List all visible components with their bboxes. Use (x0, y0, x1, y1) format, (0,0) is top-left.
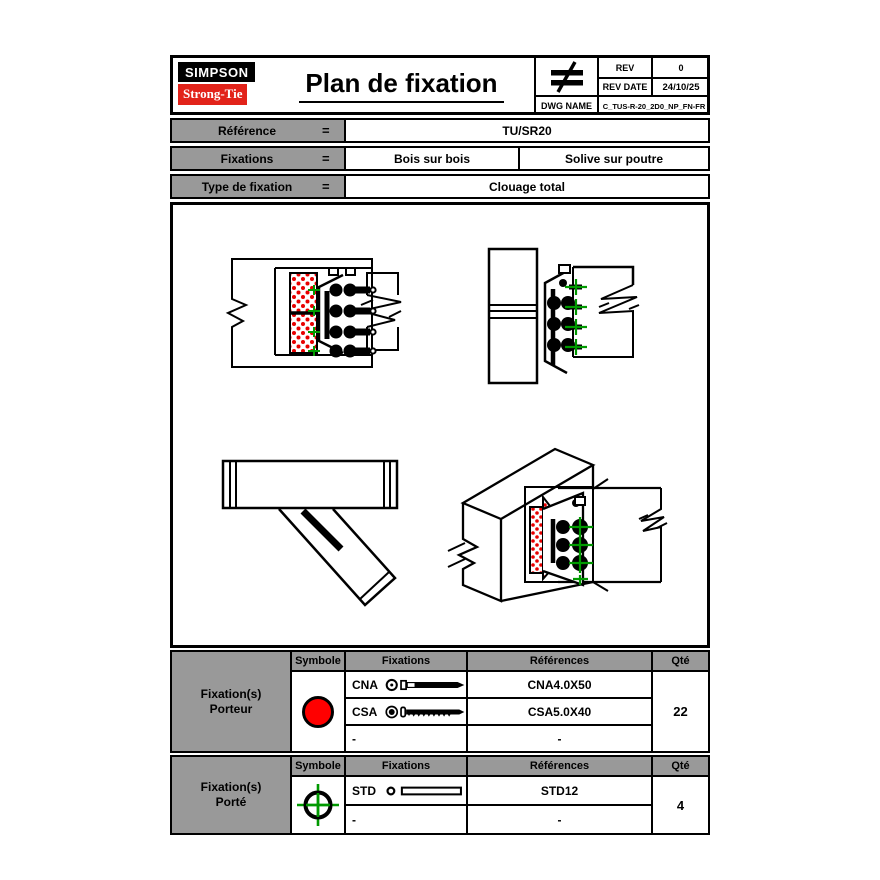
porte-qty: 4 (676, 797, 685, 813)
header-fixations: Fixations (346, 757, 468, 775)
fixations-value-left: Bois sur bois (393, 151, 470, 166)
fixation-reference: - (468, 726, 653, 751)
nail-pins (355, 286, 377, 355)
fixation-reference: CSA5.0X40 (468, 699, 653, 724)
type-fixation-label: Type de fixation (201, 179, 293, 194)
rev-date-label: REV DATE (597, 77, 651, 95)
fixation-table-porteur: Fixation(s) Porteur Symbole Fixations Ré… (170, 650, 710, 753)
elevation-view-drawing (487, 247, 640, 385)
header-qte: Qté (653, 652, 708, 670)
header-qte: Qté (653, 757, 708, 775)
reference-row: Référence = TU/SR20 (170, 118, 710, 143)
equals-sign: = (322, 123, 330, 138)
simpson-strongtie-logo: SIMPSON Strong-Tie (173, 58, 269, 112)
page-title: Plan de fixation (299, 68, 504, 103)
porteur-qty: 22 (673, 704, 688, 719)
plan-view-drawing (225, 258, 402, 368)
header-symbole: Symbole (292, 757, 346, 775)
header-symbole: Symbole (292, 652, 346, 670)
reference-value: TU/SR20 (502, 123, 552, 138)
fixation-code: CSA (352, 704, 378, 719)
group-label-porte: Fixation(s) Porté (172, 757, 292, 833)
side-view-drawing (221, 459, 399, 607)
not-equal-projection-icon (536, 58, 597, 95)
screw-icon (385, 705, 465, 718)
dowel-icon (386, 786, 462, 795)
dwg-name-value: C_TUS-R-20_2D0_NP_FN-FR (597, 95, 709, 115)
dwg-name-label: DWG NAME (536, 95, 597, 115)
header-references: Références (468, 757, 653, 775)
fixation-reference: STD12 (468, 777, 653, 804)
ring-nail-icon (385, 678, 465, 691)
equals-sign: = (322, 151, 330, 166)
isometric-view-drawing (447, 447, 668, 603)
type-fixation-value: Clouage total (488, 179, 565, 194)
rev-date-value: 24/10/25 (651, 77, 709, 95)
table-header-row: Symbole Fixations Références Qté (292, 757, 708, 777)
table-row: - - (346, 806, 653, 833)
porte-symbol-cell (292, 777, 346, 833)
table-row: CNA CNA4.0X50 (346, 672, 653, 699)
revision-block: REV 0 REV DATE 24/10/25 DWG NAME C_TUS-R… (534, 58, 709, 115)
green-crosshair-circle-icon (297, 784, 339, 826)
equals-sign: = (322, 179, 330, 194)
logo-simpson: SIMPSON (178, 62, 256, 82)
fixation-reference: - (468, 806, 653, 833)
fixation-reference: CNA4.0X50 (468, 672, 653, 697)
table-row: STD STD12 (346, 777, 653, 806)
table-row: CSA CSA5.0X40 (346, 699, 653, 726)
fixations-row: Fixations = Bois sur bois Solive sur pout… (170, 146, 710, 171)
fixation-code: - (352, 812, 356, 827)
rev-value: 0 (651, 58, 709, 77)
group-label-porteur: Fixation(s) Porteur (172, 652, 292, 751)
header-references: Références (468, 652, 653, 670)
fixation-code: CNA (352, 677, 378, 692)
fixation-code: STD (352, 783, 376, 798)
rev-label: REV (597, 58, 651, 77)
red-circle-icon (302, 695, 334, 728)
ported-fixation-markers (565, 279, 587, 355)
ported-fixation-markers (569, 517, 593, 585)
type-fixation-row: Type de fixation = Clouage total (170, 174, 710, 199)
fixation-table-porte: Fixation(s) Porté Symbole Fixations Réfé… (170, 755, 710, 835)
fixations-value-right: Solive sur poutre (518, 148, 708, 169)
title-block-sheet: SIMPSON Strong-Tie Plan de fixation REV … (170, 55, 710, 835)
logo-strongtie: Strong-Tie (178, 84, 248, 105)
ported-fixation-markers (308, 285, 320, 356)
reference-table: Référence = TU/SR20 Fixations = Bois sur b… (170, 118, 710, 199)
table-header-row: Symbole Fixations Références Qté (292, 652, 708, 672)
header-fixations: Fixations (346, 652, 468, 670)
porteur-symbol-cell (292, 672, 346, 751)
fixation-code: - (352, 731, 356, 746)
table-row: - - (346, 726, 653, 751)
reference-label: Référence (217, 123, 277, 138)
drawing-area (170, 202, 710, 648)
fixations-label: Fixations (220, 151, 274, 166)
header-bar: SIMPSON Strong-Tie Plan de fixation REV … (170, 55, 710, 115)
